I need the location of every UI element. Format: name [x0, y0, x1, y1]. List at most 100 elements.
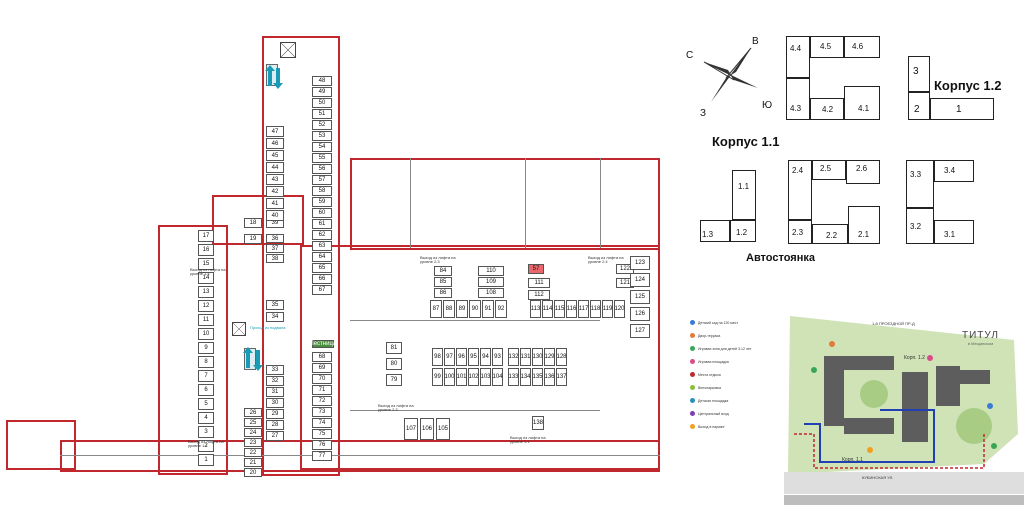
parking-spot[interactable]: 109 — [478, 277, 504, 287]
parking-spot[interactable]: 120 — [614, 300, 625, 318]
parking-spot[interactable]: 98 — [432, 348, 443, 366]
parking-spot[interactable]: 41 — [266, 198, 284, 209]
parking-spot[interactable]: 124 — [630, 273, 650, 287]
parking-spot[interactable]: 56 — [312, 164, 332, 174]
parking-spot[interactable]: 89 — [456, 300, 468, 318]
parking-spot[interactable]: 119 — [602, 300, 613, 318]
parking-spot[interactable]: 16 — [198, 244, 214, 256]
parking-spot[interactable]: 138 — [532, 416, 544, 430]
parking-spot[interactable]: 95 — [468, 348, 479, 366]
parking-spot[interactable]: 61 — [312, 219, 332, 229]
parking-spot[interactable]: 77 — [312, 451, 332, 461]
parking-spot[interactable]: 69 — [312, 363, 332, 373]
parking-spot[interactable]: 103 — [480, 368, 491, 386]
parking-spot[interactable]: 107 — [404, 418, 418, 440]
parking-spot[interactable]: 67 — [312, 285, 332, 295]
parking-spot[interactable]: 47 — [266, 126, 284, 137]
parking-spot[interactable]: 111 — [528, 278, 550, 288]
parking-spot[interactable]: 134 — [520, 368, 531, 386]
parking-spot[interactable]: 108 — [478, 288, 504, 298]
parking-spot[interactable]: 116 — [566, 300, 577, 318]
parking-spot[interactable]: 96 — [456, 348, 467, 366]
parking-spot[interactable]: 73 — [312, 407, 332, 417]
parking-spot[interactable]: 32 — [266, 376, 284, 386]
parking-spot[interactable]: 88 — [443, 300, 455, 318]
parking-spot[interactable]: 36 — [266, 234, 284, 243]
parking-spot[interactable]: 23 — [244, 438, 262, 447]
parking-spot[interactable]: 27 — [266, 431, 284, 441]
parking-spot[interactable]: 63 — [312, 241, 332, 251]
parking-spot[interactable]: 24 — [244, 428, 262, 437]
parking-spot[interactable]: 137 — [556, 368, 567, 386]
parking-spot[interactable]: 87 — [430, 300, 442, 318]
parking-spot[interactable]: 3 — [198, 426, 214, 438]
parking-spot[interactable]: 18 — [244, 218, 262, 228]
parking-spot[interactable]: 57 — [528, 264, 544, 274]
parking-spot[interactable]: 49 — [312, 87, 332, 97]
parking-spot[interactable]: 6 — [198, 384, 214, 396]
parking-spot[interactable]: 71 — [312, 385, 332, 395]
parking-spot[interactable]: 112 — [528, 290, 550, 300]
parking-spot[interactable]: 22 — [244, 448, 262, 457]
parking-spot[interactable]: 102 — [468, 368, 479, 386]
parking-spot[interactable]: 65 — [312, 263, 332, 273]
parking-spot[interactable]: 106 — [420, 418, 434, 440]
parking-spot[interactable]: 79 — [386, 374, 402, 386]
parking-spot[interactable]: 93 — [492, 348, 503, 366]
parking-spot[interactable]: 14 — [198, 272, 214, 284]
parking-spot[interactable]: 8 — [198, 356, 214, 368]
parking-spot[interactable]: 57 — [312, 175, 332, 185]
parking-spot[interactable]: 113 — [530, 300, 541, 318]
parking-spot[interactable]: 80 — [386, 358, 402, 370]
parking-spot[interactable]: 68 — [312, 352, 332, 362]
parking-spot[interactable]: 97 — [444, 348, 455, 366]
parking-spot[interactable]: 34 — [266, 312, 284, 322]
parking-spot[interactable]: 52 — [312, 120, 332, 130]
parking-spot[interactable]: 81 — [386, 342, 402, 354]
parking-spot[interactable]: 114 — [542, 300, 553, 318]
parking-spot[interactable]: 7 — [198, 370, 214, 382]
parking-spot[interactable]: 15 — [198, 258, 214, 270]
parking-spot[interactable]: 85 — [434, 277, 452, 287]
parking-spot[interactable]: 75 — [312, 429, 332, 439]
parking-spot[interactable]: 53 — [312, 131, 332, 141]
parking-spot[interactable]: 54 — [312, 142, 332, 152]
parking-spot[interactable]: 91 — [482, 300, 494, 318]
parking-spot[interactable]: 37 — [266, 244, 284, 253]
parking-spot[interactable]: 28 — [266, 420, 284, 430]
parking-spot[interactable]: 64 — [312, 252, 332, 262]
parking-spot[interactable]: 4 — [198, 412, 214, 424]
parking-spot[interactable]: 132 — [508, 348, 519, 366]
parking-spot[interactable]: 42 — [266, 186, 284, 197]
parking-spot[interactable]: 125 — [630, 290, 650, 304]
parking-spot[interactable]: 19 — [244, 234, 262, 244]
parking-spot[interactable]: 9 — [198, 342, 214, 354]
parking-spot[interactable]: 76 — [312, 440, 332, 450]
parking-spot[interactable]: 130 — [532, 348, 543, 366]
parking-spot[interactable]: 62 — [312, 230, 332, 240]
parking-spot[interactable]: 128 — [556, 348, 567, 366]
parking-spot[interactable]: 118 — [590, 300, 601, 318]
parking-spot[interactable]: 51 — [312, 109, 332, 119]
parking-spot[interactable]: 58 — [312, 186, 332, 196]
parking-spot[interactable]: 126 — [630, 307, 650, 321]
parking-spot[interactable]: 29 — [266, 409, 284, 419]
parking-spot[interactable]: 10 — [198, 328, 214, 340]
parking-spot[interactable]: 92 — [495, 300, 507, 318]
parking-spot[interactable]: 66 — [312, 274, 332, 284]
parking-spot[interactable]: 136 — [544, 368, 555, 386]
parking-spot[interactable]: 20 — [244, 468, 262, 477]
parking-spot[interactable]: 48 — [312, 76, 332, 86]
parking-spot[interactable]: 129 — [544, 348, 555, 366]
parking-spot[interactable]: 115 — [554, 300, 565, 318]
parking-spot[interactable]: 131 — [520, 348, 531, 366]
parking-spot[interactable]: 40 — [266, 210, 284, 221]
parking-spot[interactable]: 123 — [630, 256, 650, 270]
parking-spot[interactable]: 26 — [244, 408, 262, 417]
parking-spot[interactable]: 86 — [434, 288, 452, 298]
parking-spot[interactable]: 11 — [198, 314, 214, 326]
parking-spot[interactable]: 101 — [456, 368, 467, 386]
parking-spot[interactable]: 17 — [198, 230, 214, 242]
parking-spot[interactable]: 44 — [266, 162, 284, 173]
parking-spot[interactable]: 55 — [312, 153, 332, 163]
